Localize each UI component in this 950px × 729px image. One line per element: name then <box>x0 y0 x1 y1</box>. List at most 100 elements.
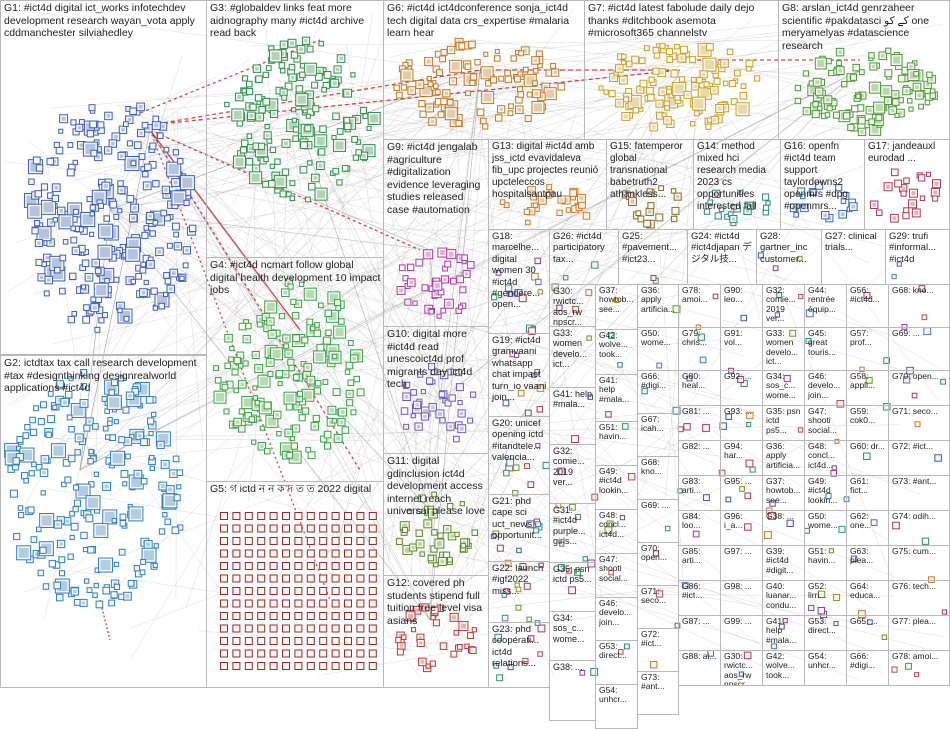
group-panel-small: G53: direct... <box>595 640 638 685</box>
group-panel-small: G46: develo... join... <box>804 370 847 406</box>
group-label-g7: G7: #ict4d latest fabolude daily dejo th… <box>588 2 776 40</box>
group-label-g20: G20: unicef opening ictd #itandtele... v… <box>492 418 547 464</box>
group-label-g18: G18: marcelhe... digital women 30 #ict4d… <box>492 231 547 311</box>
group-label-small: G48: concl... ict4d... <box>599 511 635 539</box>
group-panel-small: G42: wolve... took... <box>595 329 638 375</box>
group-panel-g9: G9: #ict4d jengalab #agriculture #digita… <box>383 139 489 327</box>
group-panel-g12: G12: covered ph students stipend full tu… <box>383 575 489 688</box>
group-panel-small: G37: howtob... see... <box>595 284 638 330</box>
group-label-small: G97: ... <box>724 547 760 556</box>
group-panel-small: G75: cum... <box>888 545 950 581</box>
group-panel-small: G30: rwictc... aos_rw npscr... <box>720 650 763 686</box>
group-label-g12: G12: covered ph students stipend full tu… <box>387 577 486 627</box>
group-panel-g24: G24: #ict4d #ict4djapan デジタル技... <box>687 229 757 285</box>
group-label-small: G35: psn ictd ps5... <box>766 407 802 435</box>
group-label-small: G49: #ict4d lookin... <box>599 467 635 495</box>
group-label-small: G31: #ict4d purple... girls... <box>553 505 593 546</box>
group-panel-small: G47: shooti social... <box>804 405 847 441</box>
group-label-g26: G26: #ict4d participatory tax... <box>553 231 616 265</box>
group-label-small: G51: havin... <box>599 423 635 442</box>
group-label-small: G98: ... <box>724 582 760 591</box>
group-label-g25: G25: #pavement... #ict23... <box>622 231 685 265</box>
group-label-g11: G11: digital gdinclusion ict4d developme… <box>387 455 486 518</box>
group-label-small: G52: lirri... <box>808 582 844 601</box>
group-label-g21: G21: phd cape sci uct_news opportunit... <box>492 496 547 542</box>
group-panel-g25: G25: #pavement... #ict23... <box>618 229 688 285</box>
group-label-small: G72: #ict... <box>641 630 676 649</box>
group-panel-small: G58: appli... <box>846 370 889 406</box>
group-panel-g16: G16: openfn #ict4d team support taylordo… <box>780 139 865 230</box>
group-label-small: G62: one... <box>850 512 886 531</box>
group-panel-small: G76: tech... <box>888 580 950 616</box>
group-label-small: G78: amoi... <box>682 286 718 305</box>
group-panel-g1: G1: #ict4d digital ict_works infotechdev… <box>0 0 207 355</box>
group-label-small: G42: wolve... took... <box>599 331 635 359</box>
group-label-small: G48: concl... ict4d... <box>808 442 844 470</box>
group-panel-small: G40: luanar... condu... <box>762 580 805 616</box>
group-label-small: G54: unhcr... <box>808 652 844 671</box>
group-label-g19: G19: #ict4d gramvaani whatsapp chat impa… <box>492 335 547 403</box>
group-label-small: G44: rentrée équip... <box>808 286 844 314</box>
group-label-small: G45: great touris... <box>808 329 844 357</box>
group-label-small: G94: har... <box>724 442 760 461</box>
group-panel-small: G93: ... <box>720 405 763 441</box>
group-panel-small: G53: direct... <box>804 615 847 651</box>
group-label-small: G99: ... <box>724 617 760 626</box>
group-panel-small: G39: #ict4d #digit... <box>762 545 805 581</box>
group-panel-small: G32: comie... 2019 ver... <box>762 284 805 328</box>
group-panel-small: G88: ai... <box>678 650 721 686</box>
group-label-small: G33: women develo... ict... <box>766 329 802 366</box>
group-label-small: G66: #digi... <box>850 652 886 671</box>
group-label-g3: G3: #globaldev links feat more aidnograp… <box>210 2 381 40</box>
group-panel-g29: G29: trufi #informal... #ict4d <box>885 229 950 285</box>
group-panel-small: G68: kno... <box>888 284 950 328</box>
group-panel-small: G99: ... <box>720 615 763 651</box>
group-label-small: G51: havin... <box>808 547 844 566</box>
group-panel-small: G41: help #mala... <box>762 615 805 651</box>
group-panel-small: G46: develo... join... <box>595 597 638 641</box>
group-label-small: G30: rwictc... aos_rw npscr... <box>724 652 760 686</box>
group-label-small: G67: icah... <box>641 415 676 434</box>
group-label-small: G38: ... <box>766 512 802 521</box>
group-panel-g20: G20: unicef opening ictd #itandtele... v… <box>488 416 550 495</box>
group-label-g28: G28: gartner_inc customer... <box>760 231 819 265</box>
group-label-small: G70: open... <box>892 372 947 381</box>
group-label-small: G87: ... <box>682 617 718 626</box>
group-panel-small: G79: chris... <box>678 327 721 371</box>
group-label-small: G75: cum... <box>892 547 947 556</box>
group-panel-small: G54: unhcr... <box>804 650 847 686</box>
group-label-small: G86: #ict... <box>682 582 718 601</box>
group-panel-small: G30: rwictc... aos_rw npscr... <box>549 284 596 327</box>
group-panel-small: G69: ... <box>637 499 679 543</box>
group-label-small: G41: help #mala... <box>553 389 593 410</box>
group-panel-g13: G13: digital #ict4d amb jss_ictd evavida… <box>488 139 607 230</box>
group-label-small: G71: seco... <box>641 587 676 606</box>
group-panel-small: G51: havin... <box>595 421 638 466</box>
group-label-small: G72: #ict... <box>892 442 947 451</box>
group-panel-small: G67: icah... <box>637 413 679 457</box>
group-panel-g23: G23: phd coopérati... ict4d relations... <box>488 622 550 688</box>
group-panel-small: G38: ... <box>762 510 805 546</box>
group-panel-g4: G4: #ict4d ncmart follow global digital … <box>206 257 384 482</box>
group-label-small: G65: ... <box>850 617 886 626</box>
group-label-small: G50: wome... <box>808 512 844 531</box>
group-label-small: G42: wolve... took... <box>766 652 802 680</box>
group-panel-small: G34: sos_c... wome... <box>762 370 805 406</box>
group-label-small: G59: cok0... <box>850 407 886 426</box>
group-panel-small: G48: concl... ict4d... <box>595 509 638 554</box>
group-panel-small: G82: ... <box>678 440 721 476</box>
group-panel-small: G32: comie... 2019 ver... <box>549 444 596 504</box>
group-panel-small: G71: seco... <box>637 585 679 629</box>
group-label-small: G34: sos_c... wome... <box>553 613 593 644</box>
group-panel-small: G31: #ict4d purple... girls... <box>549 503 596 563</box>
group-panel-g8: G8: arslan_ict4d genrzaheer scientific #… <box>778 0 950 140</box>
group-label-small: G50: wome... <box>641 329 676 348</box>
group-label-small: G78: amoi... <box>892 652 947 661</box>
group-panel-small: G87: ... <box>678 615 721 651</box>
group-label-g1: G1: #ict4d digital ict_works infotechdev… <box>4 2 204 40</box>
group-label-small: G76: tech... <box>892 582 947 591</box>
group-label-small: G73: #ant... <box>641 673 676 692</box>
group-panel-small: G50: wome... <box>804 510 847 546</box>
group-label-small: G85: arti... <box>682 547 718 566</box>
group-label-small: G61: fict... <box>850 477 886 496</box>
